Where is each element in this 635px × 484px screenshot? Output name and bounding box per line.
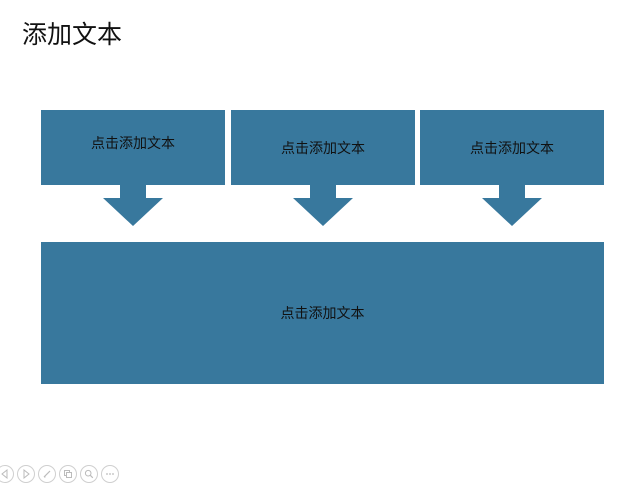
main-text-box[interactable]: 点击添加文本 — [41, 242, 604, 384]
text-box-2-label: 点击添加文本 — [281, 140, 365, 157]
text-box-1[interactable]: 点击添加文本 — [41, 110, 225, 185]
text-box-1-label: 点击添加文本 — [91, 135, 175, 152]
slide-title[interactable]: 添加文本 — [22, 20, 123, 49]
pen-icon — [43, 470, 51, 478]
next-slide-button[interactable] — [17, 465, 35, 483]
text-box-3[interactable]: 点击添加文本 — [420, 110, 604, 185]
more-options-button[interactable] — [101, 465, 119, 483]
text-box-3-label: 点击添加文本 — [470, 140, 554, 157]
more-icon — [106, 473, 114, 475]
slideshow-toolbar — [0, 464, 119, 484]
next-icon — [23, 469, 30, 479]
prev-slide-button[interactable] — [0, 465, 14, 483]
copy-button[interactable] — [59, 465, 77, 483]
prev-icon — [1, 469, 8, 479]
pen-tool-button[interactable] — [38, 465, 56, 483]
text-box-2[interactable]: 点击添加文本 — [231, 110, 415, 185]
copy-icon — [64, 470, 72, 478]
zoom-icon — [84, 469, 94, 479]
down-arrow-2[interactable] — [293, 184, 353, 226]
down-arrow-1[interactable] — [103, 184, 163, 226]
zoom-button[interactable] — [80, 465, 98, 483]
down-arrow-3[interactable] — [482, 184, 542, 226]
main-text-box-label: 点击添加文本 — [280, 306, 365, 322]
